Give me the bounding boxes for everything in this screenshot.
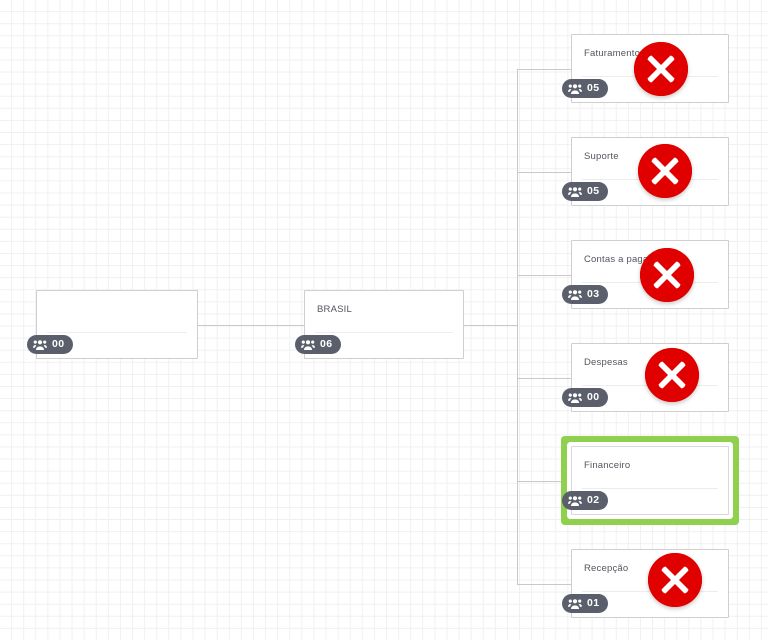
member-count-badge[interactable]: 06 (295, 335, 342, 354)
people-group-icon (33, 339, 47, 350)
node-divider (47, 332, 187, 333)
connector-trunk-to-suporte (517, 172, 571, 173)
connector-root-to-brasil (198, 325, 304, 326)
member-count-badge[interactable]: 05 (562, 182, 609, 201)
error-x-glyph (634, 42, 688, 96)
member-count-badge[interactable]: 03 (562, 285, 609, 304)
node-divider (315, 332, 453, 333)
org-node-title: Recepção (584, 563, 629, 574)
connector-brasil-to-trunk (464, 325, 518, 326)
connector-trunk-to-faturamento (517, 69, 571, 70)
member-count-badge[interactable]: 01 (562, 594, 609, 613)
people-group-icon (568, 495, 582, 506)
connector-trunk-vertical (517, 69, 518, 584)
error-x-glyph (640, 248, 694, 302)
member-count: 03 (587, 288, 600, 301)
error-x-circle-icon[interactable] (634, 42, 688, 96)
org-node-root[interactable]: 00 (27, 290, 198, 359)
member-count-badge[interactable]: 00 (562, 388, 609, 407)
people-group-icon (568, 392, 582, 403)
people-group-icon (301, 339, 315, 350)
error-x-glyph (638, 144, 692, 198)
error-x-circle-icon[interactable] (645, 348, 699, 402)
member-count: 05 (587, 185, 600, 198)
member-count-badge[interactable]: 02 (562, 491, 609, 510)
node-divider (582, 488, 718, 489)
error-x-circle-icon[interactable] (640, 248, 694, 302)
people-group-icon (568, 598, 582, 609)
org-node-title: BRASIL (317, 304, 352, 315)
error-x-glyph (648, 553, 702, 607)
member-count: 01 (587, 597, 600, 610)
member-count: 00 (587, 391, 600, 404)
connector-trunk-to-recepcao (517, 584, 571, 585)
org-node-financeiro[interactable]: Financeiro 02 (562, 446, 729, 515)
member-count: 06 (320, 338, 333, 351)
connector-trunk-to-despesas (517, 378, 571, 379)
error-x-glyph (645, 348, 699, 402)
error-x-circle-icon[interactable] (638, 144, 692, 198)
org-node-title: Contas a pagar (584, 254, 652, 265)
org-node-title: Faturamento (584, 48, 641, 59)
org-node-title: Financeiro (584, 460, 631, 471)
org-node-title: Despesas (584, 357, 628, 368)
member-count-badge[interactable]: 05 (562, 79, 609, 98)
connector-trunk-to-contas-a-pagar (517, 275, 571, 276)
people-group-icon (568, 289, 582, 300)
org-node-brasil[interactable]: BRASIL 06 (295, 290, 464, 359)
error-x-circle-icon[interactable] (648, 553, 702, 607)
connector-trunk-to-financeiro (517, 481, 571, 482)
member-count: 00 (52, 338, 65, 351)
people-group-icon (568, 186, 582, 197)
member-count-badge[interactable]: 00 (27, 335, 74, 354)
member-count: 05 (587, 82, 600, 95)
org-node-title: Suporte (584, 151, 619, 162)
people-group-icon (568, 83, 582, 94)
member-count: 02 (587, 494, 600, 507)
